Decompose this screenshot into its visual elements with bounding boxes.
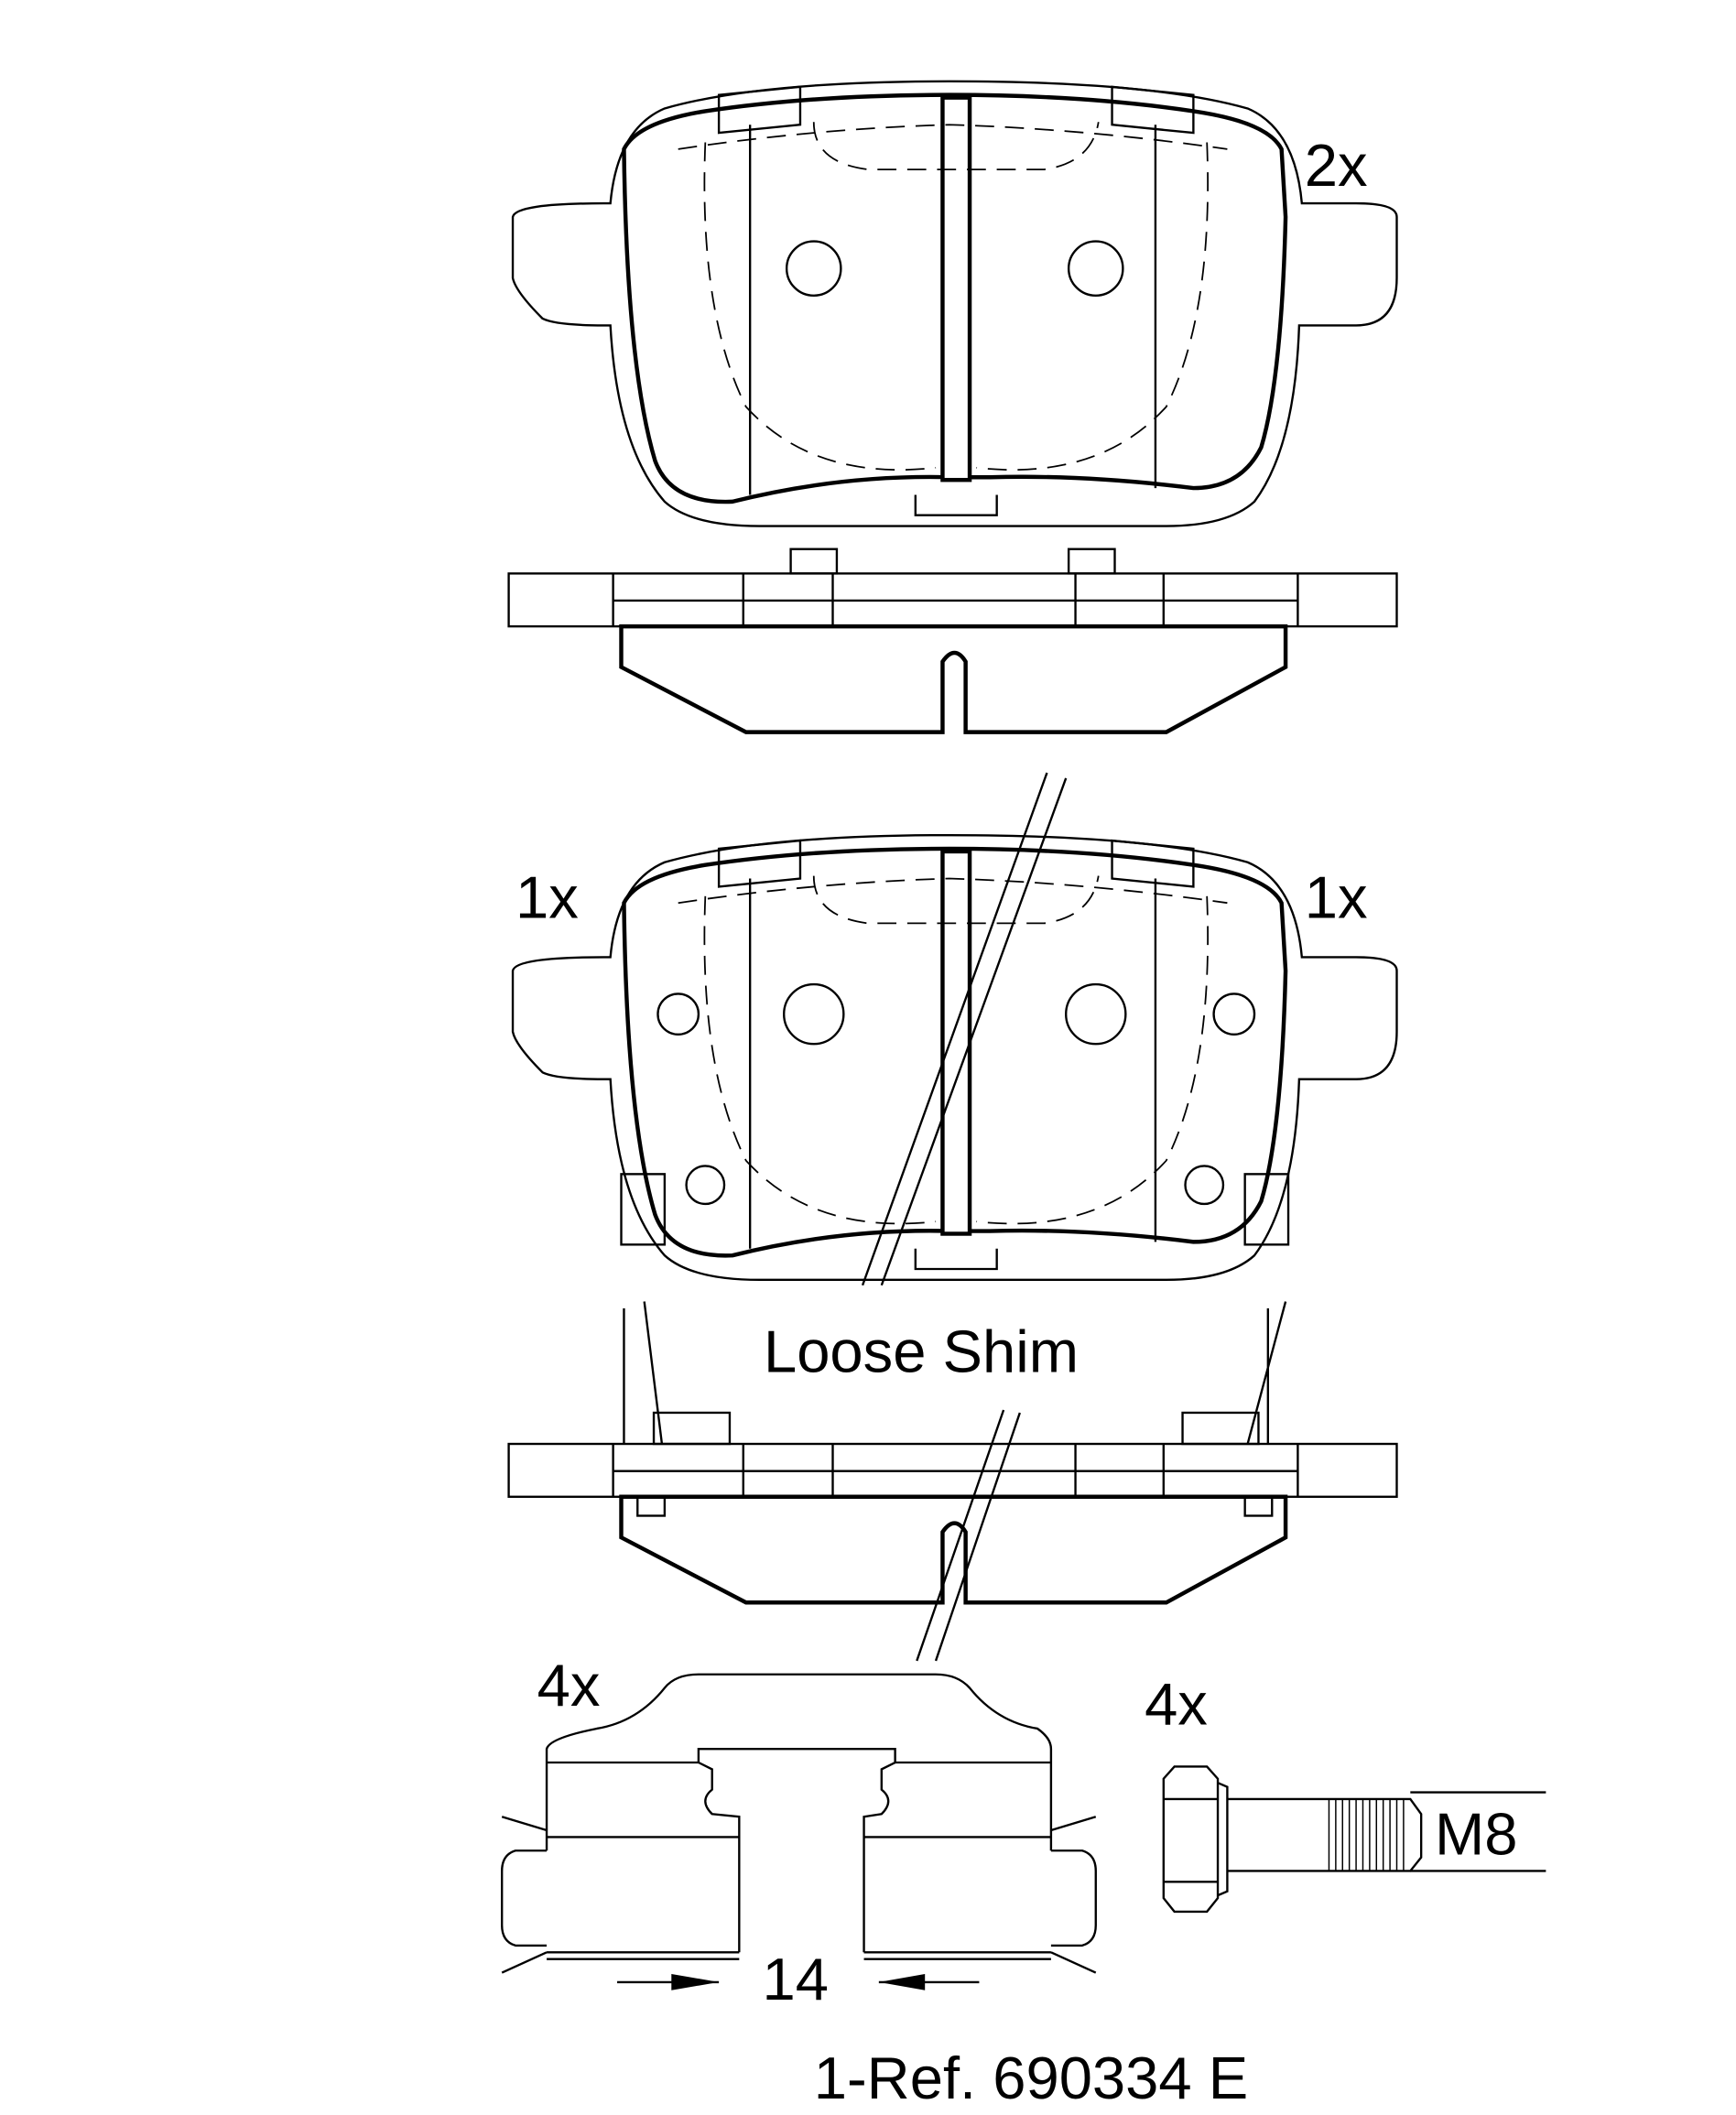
bolt-quantity: 4x xyxy=(1145,1671,1208,1738)
inner-pad-right-quantity: 1x xyxy=(1305,863,1368,930)
outer-pad-side-view xyxy=(509,548,1397,732)
outer-pad-face-view xyxy=(513,81,1396,526)
outer-pad-quantity: 2x xyxy=(1305,132,1368,199)
bolt-thread-size: M8 xyxy=(1435,1801,1518,1868)
guide-bolt xyxy=(1162,1765,1546,1914)
shim-leader-line xyxy=(861,772,1068,1662)
clip-dimension: 14 xyxy=(763,1946,829,2012)
shim-label: Loose Shim xyxy=(764,1318,1079,1385)
inner-pad-face-view xyxy=(513,835,1396,1280)
abutment-clip xyxy=(501,1673,1097,1990)
clip-quantity: 4x xyxy=(537,1652,601,1719)
inner-pad-left-quantity: 1x xyxy=(515,863,579,930)
inner-pad-side-view xyxy=(509,1301,1397,1603)
reference-number: 1-Ref. 690334 E xyxy=(814,2044,1248,2111)
